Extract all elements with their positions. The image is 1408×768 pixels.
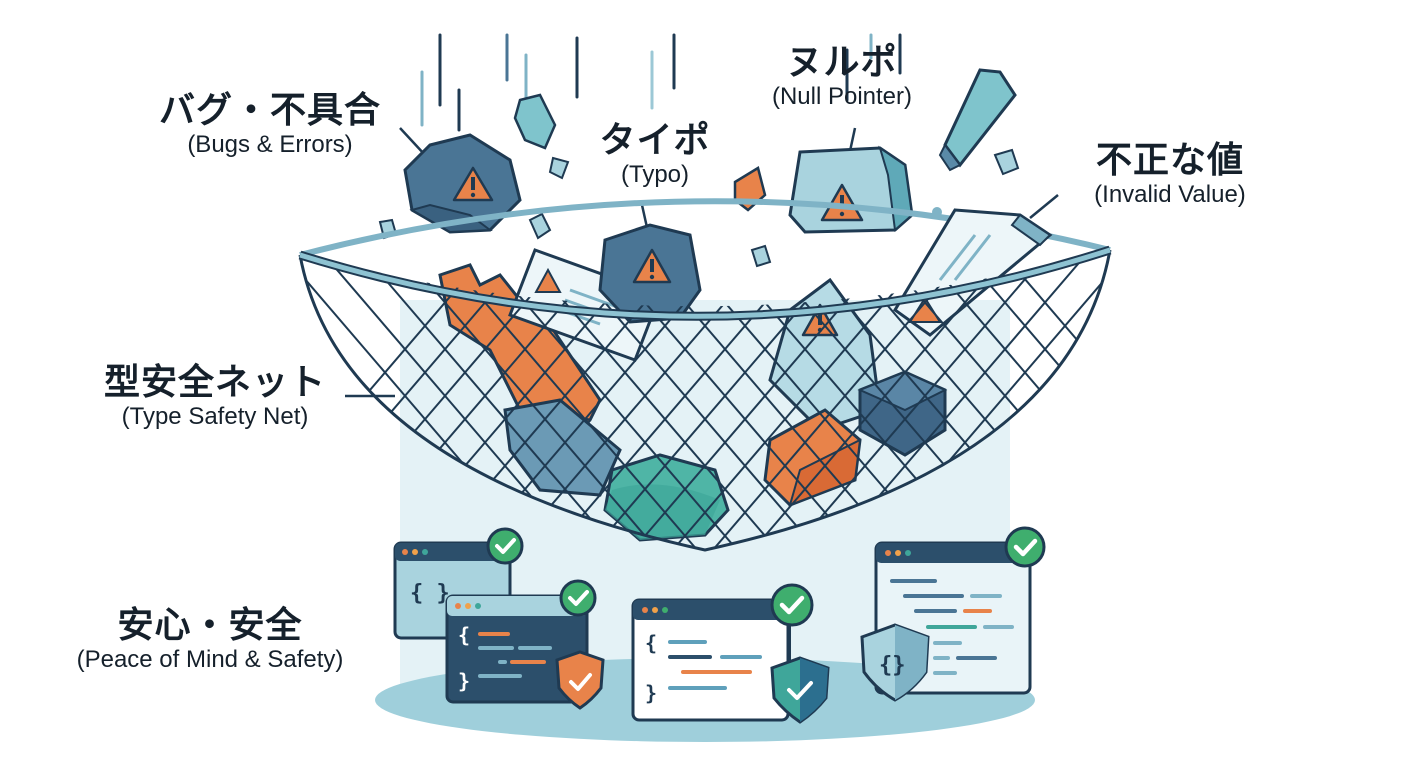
check-icon	[1004, 526, 1046, 568]
crystal-bar	[938, 68, 1017, 172]
label-bugs: バグ・不具合 (Bugs & Errors)	[145, 90, 395, 159]
label-invalid-value-en: (Invalid Value)	[1094, 181, 1246, 209]
label-null-pointer-en: (Null Pointer)	[771, 83, 913, 111]
svg-text:{: {	[645, 631, 657, 655]
label-peace-of-mind-jp: 安心・安全	[117, 605, 303, 646]
label-null-pointer: ヌルポ (Null Pointer)	[742, 42, 942, 111]
crystal-shard	[513, 93, 557, 150]
crystal-shard	[528, 212, 552, 240]
speed-lines	[420, 33, 902, 132]
label-bugs-jp: バグ・不具合	[158, 90, 381, 131]
label-null-pointer-jp: ヌルポ	[786, 42, 898, 83]
label-bugs-en: (Bugs & Errors)	[187, 131, 353, 159]
check-icon	[559, 579, 597, 617]
code-window-2: { }	[445, 579, 605, 710]
typo-rock	[598, 223, 702, 324]
crystal-shard	[993, 148, 1020, 176]
warning-icon	[534, 267, 562, 293]
shield-icon	[555, 650, 605, 710]
bug-rock	[403, 133, 522, 234]
svg-text:{}: {}	[879, 653, 906, 678]
label-peace-of-mind: 安心・安全 (Peace of Mind & Safety)	[35, 605, 385, 674]
code-window-3: { }	[631, 583, 830, 724]
crystal-shard	[750, 244, 772, 268]
svg-text:{: {	[458, 623, 470, 647]
label-typo-en: (Typo)	[620, 161, 689, 189]
crystal-shard	[548, 156, 570, 180]
code-window-4: {}	[860, 526, 1046, 702]
braces-text: { }	[410, 581, 450, 606]
net-outline	[298, 249, 1112, 552]
svg-text:}: }	[458, 669, 470, 693]
label-invalid-value-jp: 不正な値	[1095, 140, 1244, 181]
label-peace-of-mind-en: (Peace of Mind & Safety)	[76, 646, 344, 674]
null-pointer-block	[788, 145, 914, 234]
label-safety-net: 型安全ネット (Type Safety Net)	[85, 362, 345, 431]
label-safety-net-en: (Type Safety Net)	[121, 403, 309, 431]
label-safety-net-jp: 型安全ネット	[103, 362, 326, 403]
net-contents	[438, 208, 1053, 542]
label-invalid-value: 不正な値 (Invalid Value)	[1060, 140, 1280, 209]
check-icon	[770, 583, 814, 627]
label-typo: タイポ (Typo)	[585, 120, 725, 189]
label-typo-jp: タイポ	[599, 120, 711, 161]
svg-text:}: }	[645, 681, 657, 705]
check-icon	[486, 527, 524, 565]
